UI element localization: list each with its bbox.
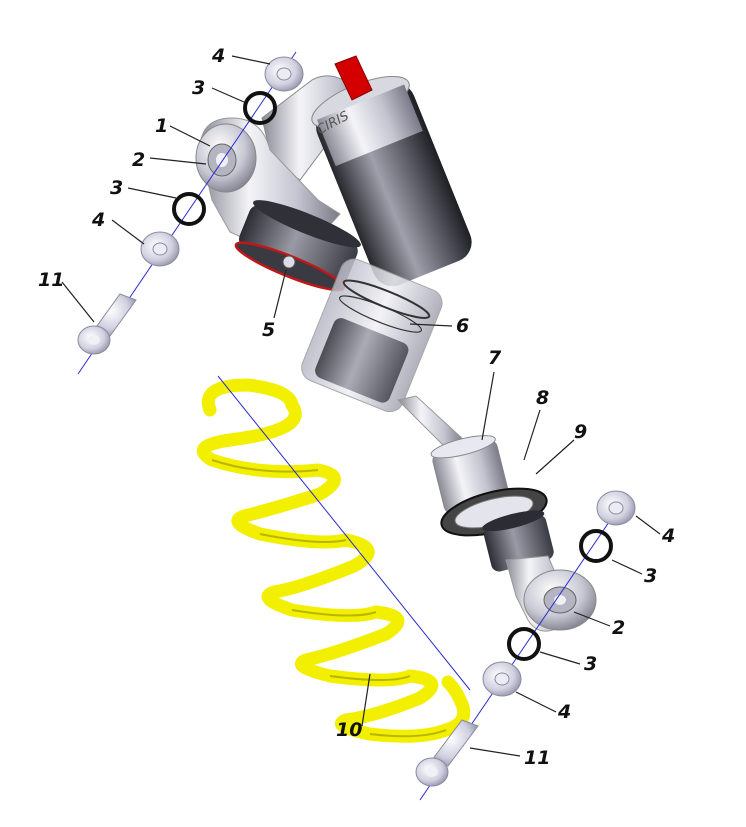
label-11-lower: 11 [524,747,550,769]
label-10: 10 [336,719,362,741]
o-ring-3-upper-lower [172,192,206,226]
coil-spring [196,378,471,743]
washer-4-upper-lower [140,231,180,267]
washer-4-lower-right [596,490,636,526]
bolt-11-lower [415,719,479,787]
leader-lines [61,55,661,757]
label-8: 8 [536,387,549,409]
label-5: 5 [262,319,275,341]
bolt-11-upper [77,293,137,355]
reservoir: CIRIS [261,55,472,287]
shock-body-upper [195,117,361,292]
o-ring-3-top [243,91,277,125]
o-ring-3-lower-right [579,529,613,563]
label-6: 6 [456,315,469,337]
coil-spring-shading [211,459,447,738]
label-3-lower-left: 3 [584,653,597,675]
shaft-assembly [301,258,597,632]
label-7: 7 [488,347,502,369]
label-2-upper: 2 [132,149,145,171]
label-1: 1 [155,115,168,137]
label-4-top: 4 [211,45,225,67]
label-3-top: 3 [192,77,205,99]
reservoir-cap [334,55,373,101]
label-9: 9 [574,421,587,443]
axis-spring [217,375,471,691]
o-ring-3-lower-left [507,627,541,661]
label-3-lower-right: 3 [644,565,657,587]
label-11-upper: 11 [38,269,64,291]
label-3-upper: 3 [110,177,123,199]
washer-4-top [264,56,304,92]
collar-set-screw [282,255,296,269]
label-2-lower: 2 [612,617,625,639]
label-4-lower-right: 4 [661,525,675,547]
callout-labels: 4 3 1 2 3 4 11 5 6 7 8 9 4 3 2 3 4 10 11 [38,45,675,769]
washer-4-lower-left [482,661,522,697]
label-4-upper: 4 [91,209,105,231]
label-4-lower-left: 4 [557,701,571,723]
